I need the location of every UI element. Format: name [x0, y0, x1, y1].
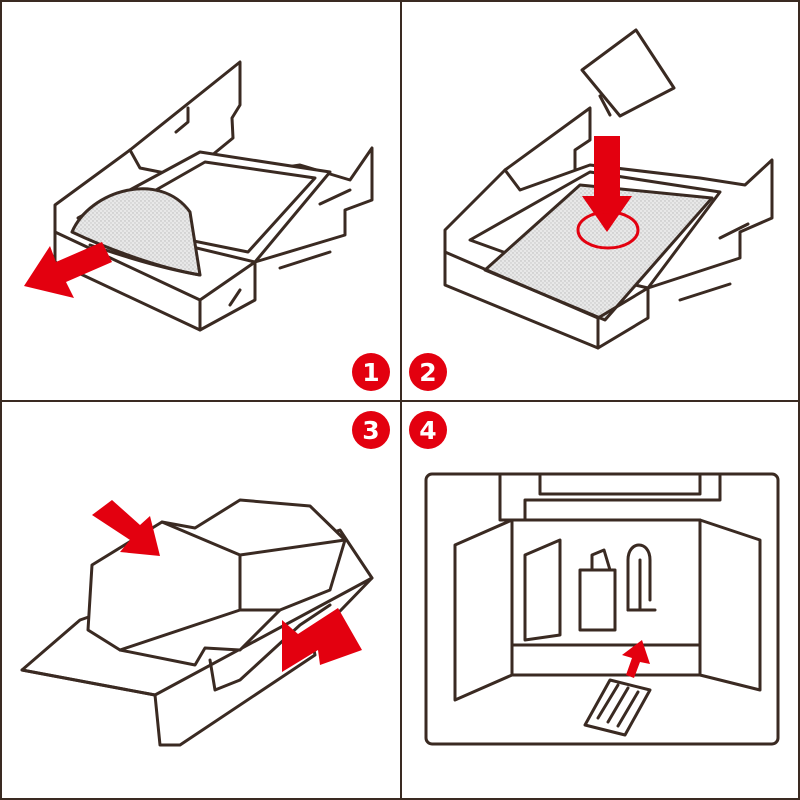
- step-4-illustration: [426, 474, 778, 744]
- step-3-illustration: [22, 500, 372, 745]
- step-badge-1: 1: [352, 353, 390, 391]
- step-2-illustration: [445, 30, 772, 348]
- step-badge-3: 3: [352, 411, 390, 449]
- step-badge-4: 4: [409, 411, 447, 449]
- svg-text:3: 3: [362, 416, 379, 445]
- svg-text:2: 2: [419, 358, 436, 387]
- svg-text:4: 4: [419, 416, 436, 445]
- step-badge-2: 2: [409, 353, 447, 391]
- svg-text:1: 1: [362, 358, 379, 387]
- step-1-illustration: [24, 62, 372, 330]
